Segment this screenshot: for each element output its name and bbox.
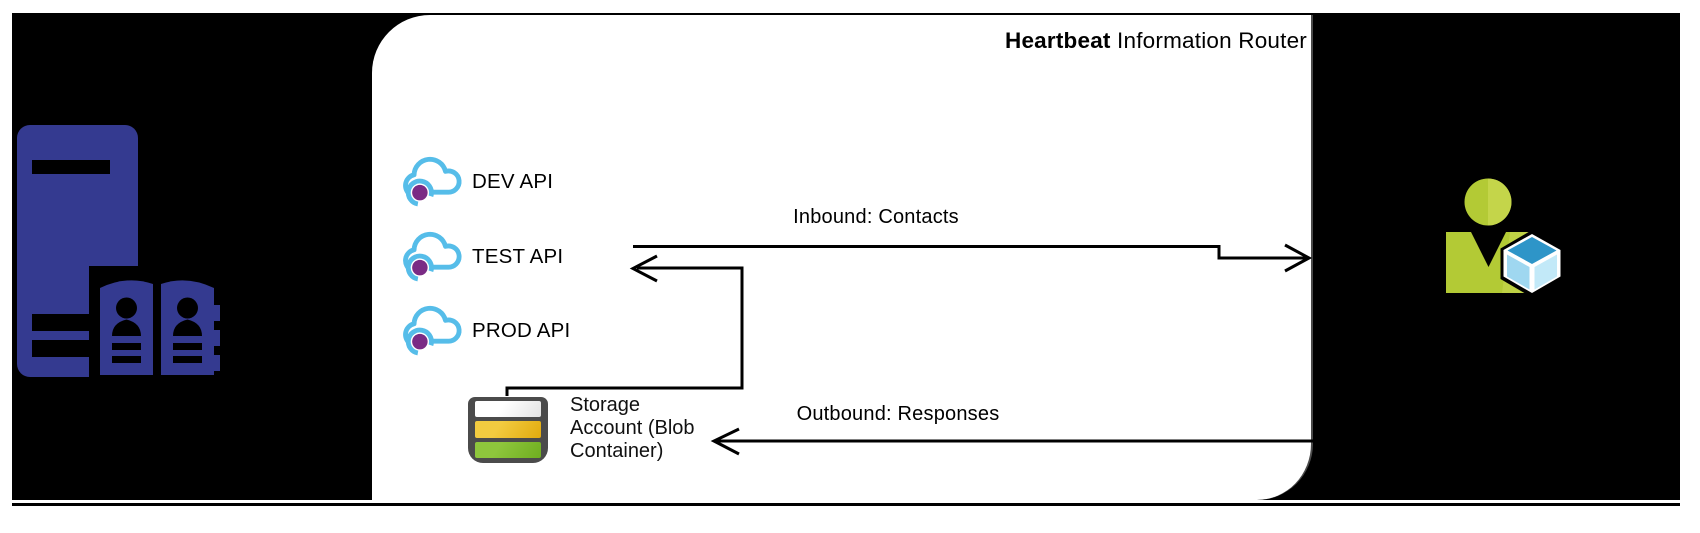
panel-title-rest: Information Router [1110, 28, 1307, 53]
cube-icon [1500, 230, 1564, 298]
panel-title: Heartbeat Information Router [850, 28, 1307, 53]
api-label-test: TEST API [472, 245, 564, 268]
api-label-dev: DEV API [472, 170, 554, 193]
inbound-flow-label: Inbound: Contacts [793, 206, 959, 228]
api-row-dev: DEV API [399, 153, 679, 211]
api-cloud-icon [403, 156, 462, 207]
api-cloud-icon [403, 305, 462, 356]
panel-title-bold: Heartbeat [1005, 28, 1111, 53]
api-row-test: TEST API [399, 228, 679, 286]
storage-account-icon [468, 397, 548, 463]
api-dot [412, 259, 428, 276]
api-dot [412, 333, 428, 350]
storage-label: Storage Account (Blob Container) [570, 394, 695, 462]
api-cloud-icon [403, 231, 462, 282]
contacts-database-server-icon [17, 125, 220, 379]
storage-band-top [475, 401, 541, 417]
api-row-prod: PROD API [399, 302, 679, 360]
consumer-person-cube-icon [1446, 178, 1564, 298]
storage-band-middle [475, 421, 541, 438]
bottom-border-line [12, 503, 1680, 506]
storage-band-bottom [475, 442, 541, 458]
api-dot [412, 184, 428, 201]
outbound-flow-label: Outbound: Responses [796, 403, 1000, 425]
contact-book-icon [89, 266, 220, 379]
api-label-prod: PROD API [472, 319, 571, 342]
